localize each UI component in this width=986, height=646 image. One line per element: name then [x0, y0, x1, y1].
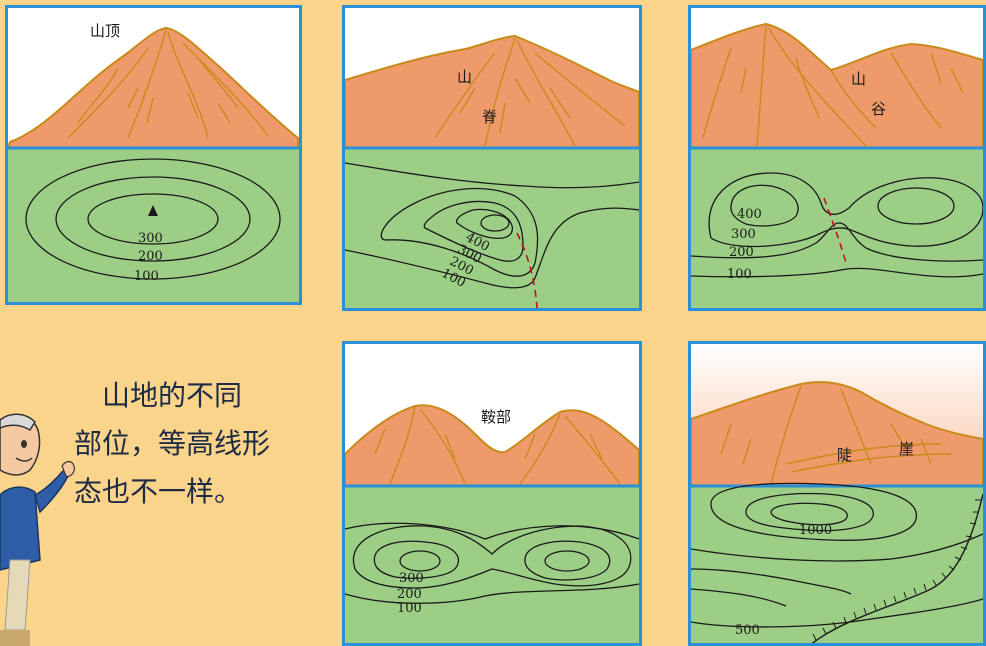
cliff-drawing [691, 344, 983, 643]
cliff-mountain-shape [691, 381, 983, 487]
saddle-label: 鞍部 [481, 408, 512, 426]
saddle-label-200: 200 [397, 587, 422, 602]
valley-label-1: 山 [851, 70, 867, 88]
summit-contour-100 [25, 158, 281, 280]
cliff-hachure-ticks [812, 499, 981, 641]
ridge-drawing [345, 8, 639, 308]
saddle-mountain-shape [345, 404, 639, 487]
valley-contour-100 [691, 267, 983, 278]
cartoon-boy-illustration [0, 413, 75, 646]
cliff-map-area [691, 486, 983, 643]
valley-label-2: 谷 [871, 100, 887, 118]
cliff-label-1: 陡 [837, 446, 853, 464]
ridge-contour-outer [345, 162, 639, 189]
summit-panel: 山顶 300 200 100 [5, 5, 302, 305]
summit-peak-icon [148, 205, 158, 216]
valley-line [823, 197, 847, 264]
cliff-label-1000: 1000 [799, 523, 833, 538]
cliff-label-500: 500 [735, 623, 760, 638]
cliff-contour-outer-2 [691, 568, 852, 595]
summit-contour-200 [55, 176, 251, 262]
valley-drawing [691, 8, 983, 308]
cliff-contour-ring-1 [710, 482, 917, 541]
caption-text: 山地的不同 部位，等高线形 态也不一样。 [74, 372, 324, 516]
valley-label-300: 300 [731, 227, 756, 242]
valley-contour-400 [730, 184, 799, 227]
summit-label: 山顶 [90, 22, 121, 40]
saddle-contour-left-inner [399, 550, 441, 572]
valley-label-200: 200 [729, 245, 754, 260]
saddle-drawing [345, 344, 639, 643]
caption-line-1: 山地的不同 [74, 379, 243, 412]
cliff-contour-outer-1 [691, 533, 983, 562]
cliff-contour-1000 [745, 492, 874, 532]
saddle-contour-right-inner [544, 550, 590, 572]
ridge-contour-400 [456, 208, 514, 239]
cliff-panel: 陡 崖 1000 500 [688, 341, 986, 646]
caption-line-2: 部位，等高线形 [74, 427, 271, 460]
saddle-label-300: 300 [399, 571, 424, 586]
saddle-panel: 鞍部 300 200 100 [342, 341, 642, 646]
caption-line-3: 态也不一样。 [74, 475, 243, 508]
ridge-contour-200 [380, 187, 539, 277]
contour-label-300: 300 [138, 231, 163, 246]
ridge-hachures [434, 37, 626, 147]
cliff-contour-outer-3 [691, 588, 787, 607]
ridge-label-1: 山 [457, 68, 473, 86]
summit-contour-300 [87, 193, 219, 245]
valley-label-100: 100 [727, 267, 752, 282]
cliff-contour-500 [691, 598, 983, 628]
saddle-contour-200 [352, 525, 632, 589]
summit-hachures [67, 29, 269, 139]
valley-contour-300 [708, 172, 983, 248]
ridge-map-area [345, 148, 639, 308]
cliff-label-2: 崖 [899, 440, 915, 458]
valley-panel: 山 谷 400 300 200 100 [688, 5, 986, 311]
saddle-contour-300 [373, 540, 460, 579]
saddle-map-area [345, 486, 639, 643]
contour-label-200: 200 [138, 249, 163, 264]
saddle-label-100: 100 [397, 601, 422, 616]
valley-contour-right-inner [877, 187, 955, 225]
cliff-contour-inner [770, 502, 848, 526]
valley-hachures [702, 25, 964, 147]
ridge-mountain-shape [345, 34, 639, 149]
saddle-hachures [374, 405, 621, 485]
saddle-contour-100 [345, 583, 639, 604]
ridge-contour-top [480, 214, 510, 232]
saddle-contour-right-300 [524, 540, 611, 581]
cliff-hachures [720, 385, 952, 485]
ridge-label-2: 脊 [482, 108, 498, 126]
ridge-contour-100 [345, 207, 639, 289]
summit-mountain-shape [8, 26, 299, 149]
summit-drawing [8, 8, 299, 302]
ridge-panel: 山 脊 400 300 200 100 [342, 5, 642, 311]
cliff-edge-line [811, 493, 983, 643]
ridge-contour-300 [423, 200, 524, 262]
contour-label-100: 100 [134, 269, 159, 284]
valley-label-400: 400 [737, 207, 762, 222]
valley-contour-200 [691, 222, 983, 262]
ridge-line [516, 232, 538, 308]
